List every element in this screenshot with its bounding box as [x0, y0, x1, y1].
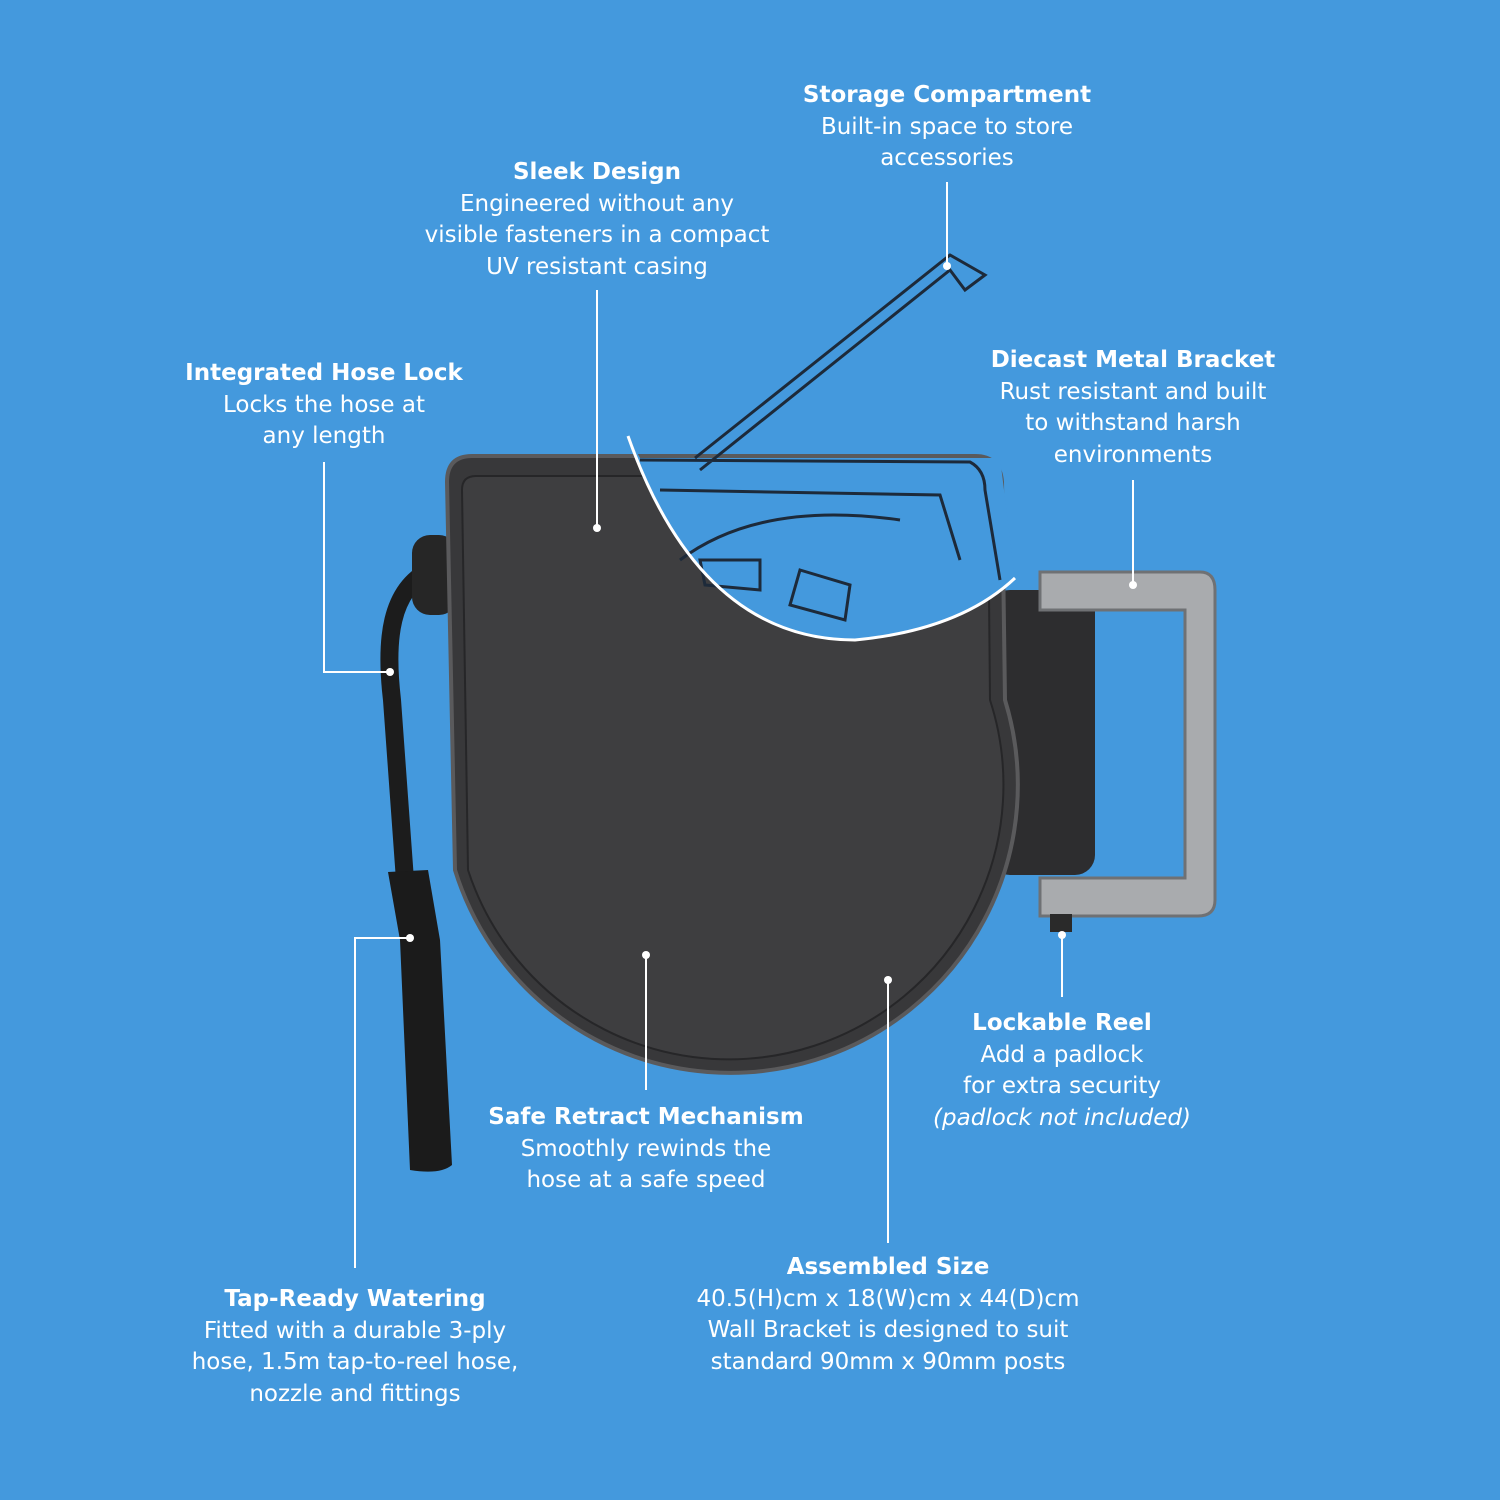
callout-lockable-reel: Lockable Reel Add a padlock for extra se…	[933, 1008, 1191, 1134]
callout-text: accessories	[880, 145, 1014, 171]
callout-title: Integrated Hose Lock	[185, 360, 463, 386]
callout-title: Sleek Design	[512, 159, 682, 185]
callout-title: Assembled Size	[786, 1254, 990, 1280]
callout-text: Fitted with a durable 3-ply	[203, 1317, 507, 1344]
cutaway-interior	[628, 436, 1015, 640]
callout-metal-bracket: Diecast Metal Bracket Rust resistant and…	[991, 345, 1276, 471]
callout-storage-compartment: Storage Compartment Built-in space to st…	[803, 80, 1091, 175]
callout-text: 40.5(H)cm x 18(W)cm x 44(D)cm	[696, 1285, 1080, 1312]
callout-text: Built-in space to store	[820, 113, 1074, 140]
callout-title: Safe Retract Mechanism	[488, 1104, 804, 1130]
nozzle	[388, 870, 452, 1172]
callout-title: Storage Compartment	[802, 82, 1092, 108]
callout-text: hose, 1.5m tap-to-reel hose,	[191, 1349, 519, 1375]
callout-title: Tap-Ready Watering	[224, 1286, 486, 1312]
callout-assembled-size: Assembled Size 40.5(H)cm x 18(W)cm x 44(…	[697, 1252, 1080, 1378]
callout-hose-lock: Integrated Hose Lock Locks the hose at a…	[185, 358, 463, 453]
callout-text: Engineered without any	[459, 190, 735, 217]
callout-text: Add a padlock	[980, 1041, 1144, 1068]
callout-text: Smoothly rewinds the	[520, 1135, 772, 1162]
callout-tap-ready: Tap-Ready Watering Fitted with a durable…	[192, 1284, 519, 1410]
cutaway-outline	[659, 488, 962, 622]
padlock-tab	[1050, 914, 1072, 932]
leader-dots	[386, 262, 1137, 984]
callout-text: environments	[1053, 441, 1213, 468]
callout-text: Rust resistant and built	[999, 378, 1267, 405]
hose-lock	[412, 535, 457, 615]
callout-title: Lockable Reel	[972, 1010, 1152, 1036]
callout-text: standard 90mm x 90mm posts	[710, 1348, 1066, 1375]
callout-text: Locks the hose at	[222, 391, 425, 418]
lid	[639, 253, 1002, 581]
callout-safe-retract: Safe Retract Mechanism Smoothly rewinds …	[488, 1102, 803, 1197]
metal-bracket	[1038, 570, 1217, 918]
hose	[380, 561, 435, 881]
cutaway-arc	[626, 435, 1017, 642]
callout-text: to withstand harsh	[1025, 410, 1241, 436]
callout-text: visible fasteners in a compact	[424, 222, 770, 248]
callout-text: hose at a safe speed	[526, 1167, 766, 1193]
callout-text: any length	[262, 423, 386, 449]
callout-note: (padlock not included)	[933, 1104, 1191, 1131]
leader-lines	[323, 182, 1134, 1268]
callout-text: for extra security	[962, 1073, 1162, 1099]
callout-sleek-design: Sleek Design Engineered without any visi…	[425, 157, 770, 283]
callout-title: Diecast Metal Bracket	[990, 347, 1276, 373]
callout-text: nozzle and fittings	[249, 1380, 461, 1407]
callout-text: Wall Bracket is designed to suit	[707, 1317, 1069, 1343]
callout-text: UV resistant casing	[486, 253, 708, 280]
